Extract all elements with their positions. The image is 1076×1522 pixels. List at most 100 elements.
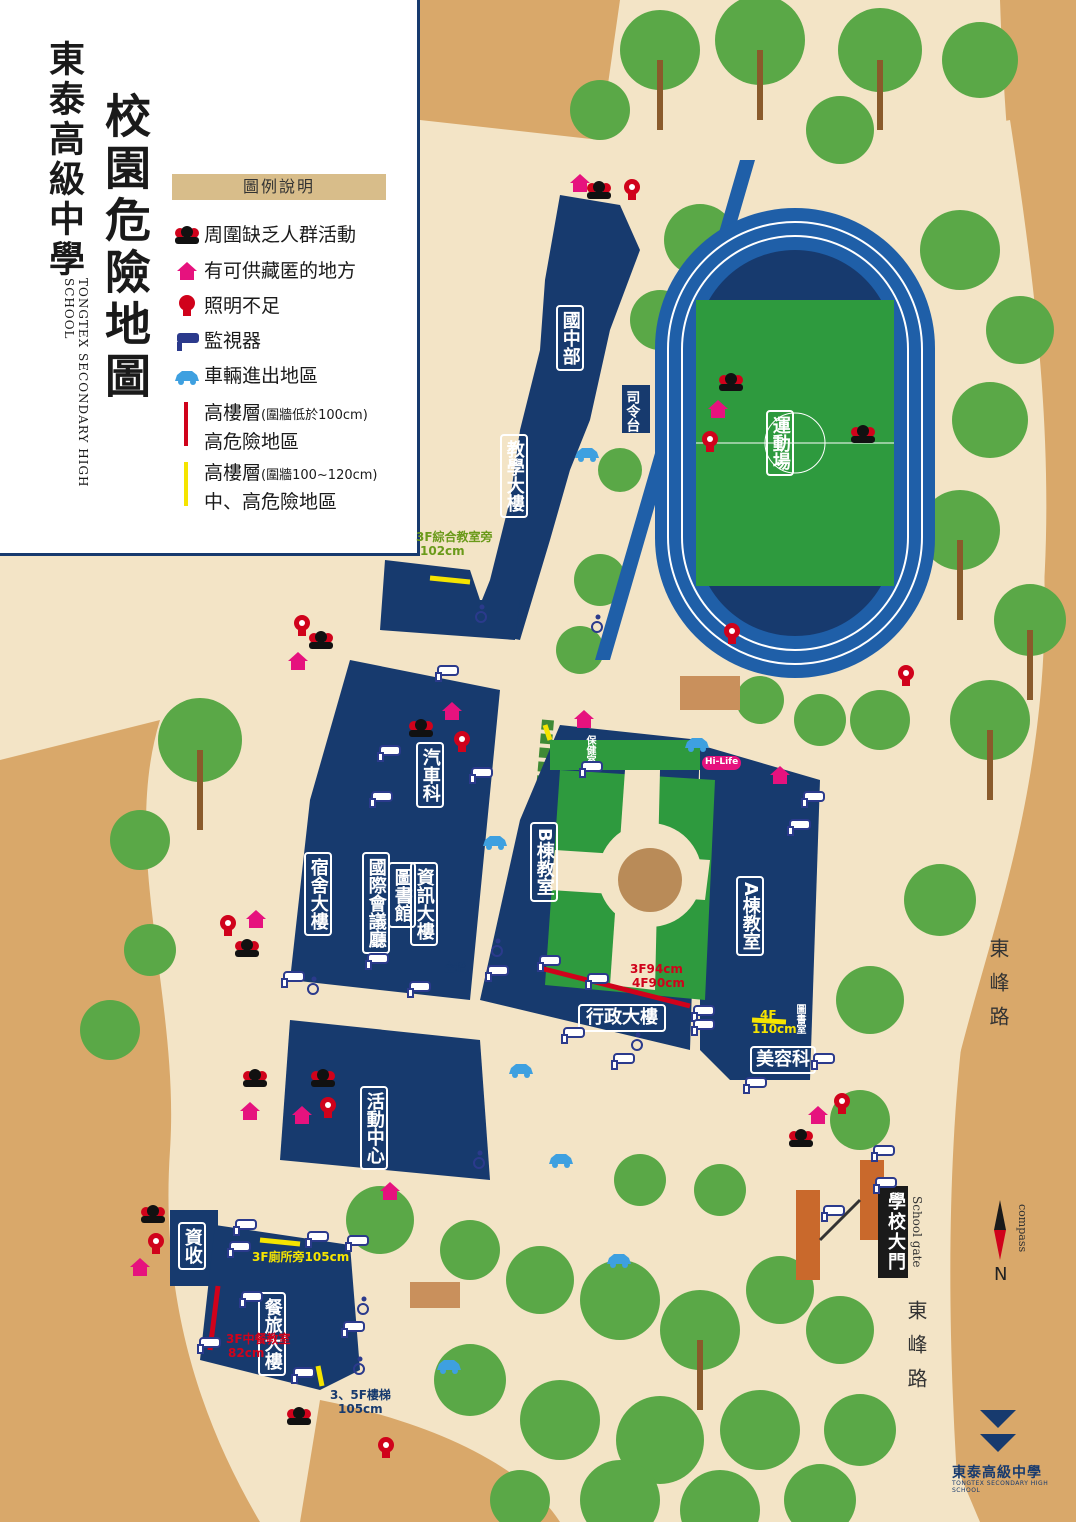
bulb-icon <box>622 178 642 206</box>
camera-icon <box>560 1026 586 1048</box>
camera-icon <box>368 790 394 812</box>
path-west <box>0 720 260 1522</box>
sports-track <box>595 160 935 678</box>
note-restaurant-3: 82cm <box>228 1346 265 1360</box>
stairs-south <box>410 1282 460 1308</box>
wheelchair-icon <box>350 1356 370 1380</box>
camera-icon <box>344 1234 370 1256</box>
note-stair-1: 3、5F樓梯 <box>330 1388 391 1402</box>
gate-label: 學校大門 <box>878 1186 908 1278</box>
house-icon <box>286 650 310 676</box>
camera-icon <box>610 1052 636 1074</box>
house-icon <box>572 708 596 734</box>
crowd-icon <box>170 222 204 248</box>
label-a-classroom: A棟教室 <box>736 876 764 956</box>
logo-mark <box>980 1410 1016 1452</box>
wheelchair-icon <box>628 1032 648 1056</box>
car-icon <box>170 363 204 389</box>
legend-panel: 東泰高級中學 校園危險地圖 TONGTEX SECONDARY HIGH SCH… <box>0 0 420 556</box>
note-teaching-1: 3F綜合教室旁 <box>416 530 493 544</box>
bulb-icon <box>452 730 472 758</box>
house-icon <box>568 172 592 198</box>
label-health-room: 保健室 <box>584 735 595 765</box>
bulb-icon <box>832 1092 852 1120</box>
camera-icon <box>280 970 306 992</box>
camera-icon <box>468 766 494 788</box>
crowd-icon <box>406 718 436 742</box>
yellow-line-swatch <box>170 460 204 508</box>
trees <box>80 0 1066 1522</box>
label-skybridge: 空橋 <box>444 961 466 974</box>
wheelchair-icon <box>304 976 324 1000</box>
camera-icon <box>434 664 460 686</box>
camera-icon <box>196 1336 222 1358</box>
legend-item-crowd: 周圍缺乏人群活動 <box>170 222 356 248</box>
note-admin-2: 4F90cm <box>632 976 685 990</box>
crowd-icon <box>308 1068 338 1092</box>
crowd-icon <box>240 1068 270 1092</box>
bulb-icon <box>318 1096 338 1124</box>
wheelchair-icon <box>472 604 492 628</box>
car-icon <box>604 1250 634 1272</box>
camera-icon <box>584 972 610 994</box>
red-line-admin <box>539 965 691 1009</box>
note-beauty-1: 4F <box>760 1008 777 1022</box>
bulb-icon <box>146 1232 166 1260</box>
label-dormitory: 宿舍大樓 <box>304 852 332 936</box>
label-command-stand: 司令台 <box>624 390 641 432</box>
house-icon <box>238 1100 262 1126</box>
wheelchair-icon <box>354 1296 374 1320</box>
camera-icon <box>578 760 604 782</box>
bulb-icon <box>722 622 742 650</box>
camera-icon <box>376 744 402 766</box>
yellow-line-junior <box>542 724 553 741</box>
bulb-icon <box>376 1436 396 1464</box>
path-east-inner <box>892 120 1047 1522</box>
path-top <box>420 0 620 140</box>
car-icon <box>682 734 712 756</box>
house-icon <box>128 1256 152 1282</box>
logo-text: 東泰高級中學 <box>952 1465 1042 1481</box>
school-english-name: TONGTEX SECONDARY HIGH SCHOOL <box>62 278 90 488</box>
label-info-building: 資訊大樓 <box>410 862 438 946</box>
note-beauty-2: 110cm <box>752 1022 797 1036</box>
house-icon <box>706 398 730 424</box>
tree-trunks <box>197 50 1033 1410</box>
note-teaching-2: 102cm <box>420 544 465 558</box>
camera-icon <box>870 1144 896 1166</box>
house-icon <box>440 700 464 726</box>
camera-icon <box>786 818 812 840</box>
label-shop: Hi-Life <box>702 756 742 770</box>
bulb-icon <box>292 614 312 642</box>
house-icon <box>170 258 204 284</box>
label-auto-dept: 汽車科 <box>416 742 444 808</box>
red-line-swatch <box>170 400 204 448</box>
legend-item-car: 車輛進出地區 <box>170 363 318 389</box>
crowd-icon <box>306 630 336 654</box>
compass-arrow-down <box>994 1230 1006 1260</box>
camera-icon <box>238 1290 264 1312</box>
house-icon <box>244 908 268 934</box>
car-icon <box>434 1356 464 1378</box>
house-icon <box>806 1104 830 1130</box>
camera-icon <box>536 954 562 976</box>
legend-item-camera: 監視器 <box>170 328 261 354</box>
compass-label: compass <box>1016 1204 1029 1253</box>
camera-icon <box>484 964 510 986</box>
gate-english-label: School gate <box>910 1196 924 1268</box>
car-icon <box>506 1060 536 1082</box>
yellow-line-restaurant <box>259 1237 301 1247</box>
wheelchair-icon <box>470 1150 490 1174</box>
camera-icon <box>406 980 432 1002</box>
house-icon <box>290 1104 314 1130</box>
camera-icon <box>340 1320 366 1342</box>
road-label-lower: 東峰路 <box>904 1300 928 1402</box>
crowd-icon <box>848 424 878 448</box>
courtyard <box>545 770 715 1000</box>
crowd-icon <box>786 1128 816 1152</box>
label-beauty: 美容科 <box>750 1046 816 1074</box>
camera-icon <box>810 1052 836 1074</box>
label-b-classroom: B棟教室 <box>530 822 558 902</box>
logo-english: TONGTEX SECONDARY HIGH SCHOOL <box>952 1480 1049 1494</box>
camera-icon <box>232 1218 258 1240</box>
